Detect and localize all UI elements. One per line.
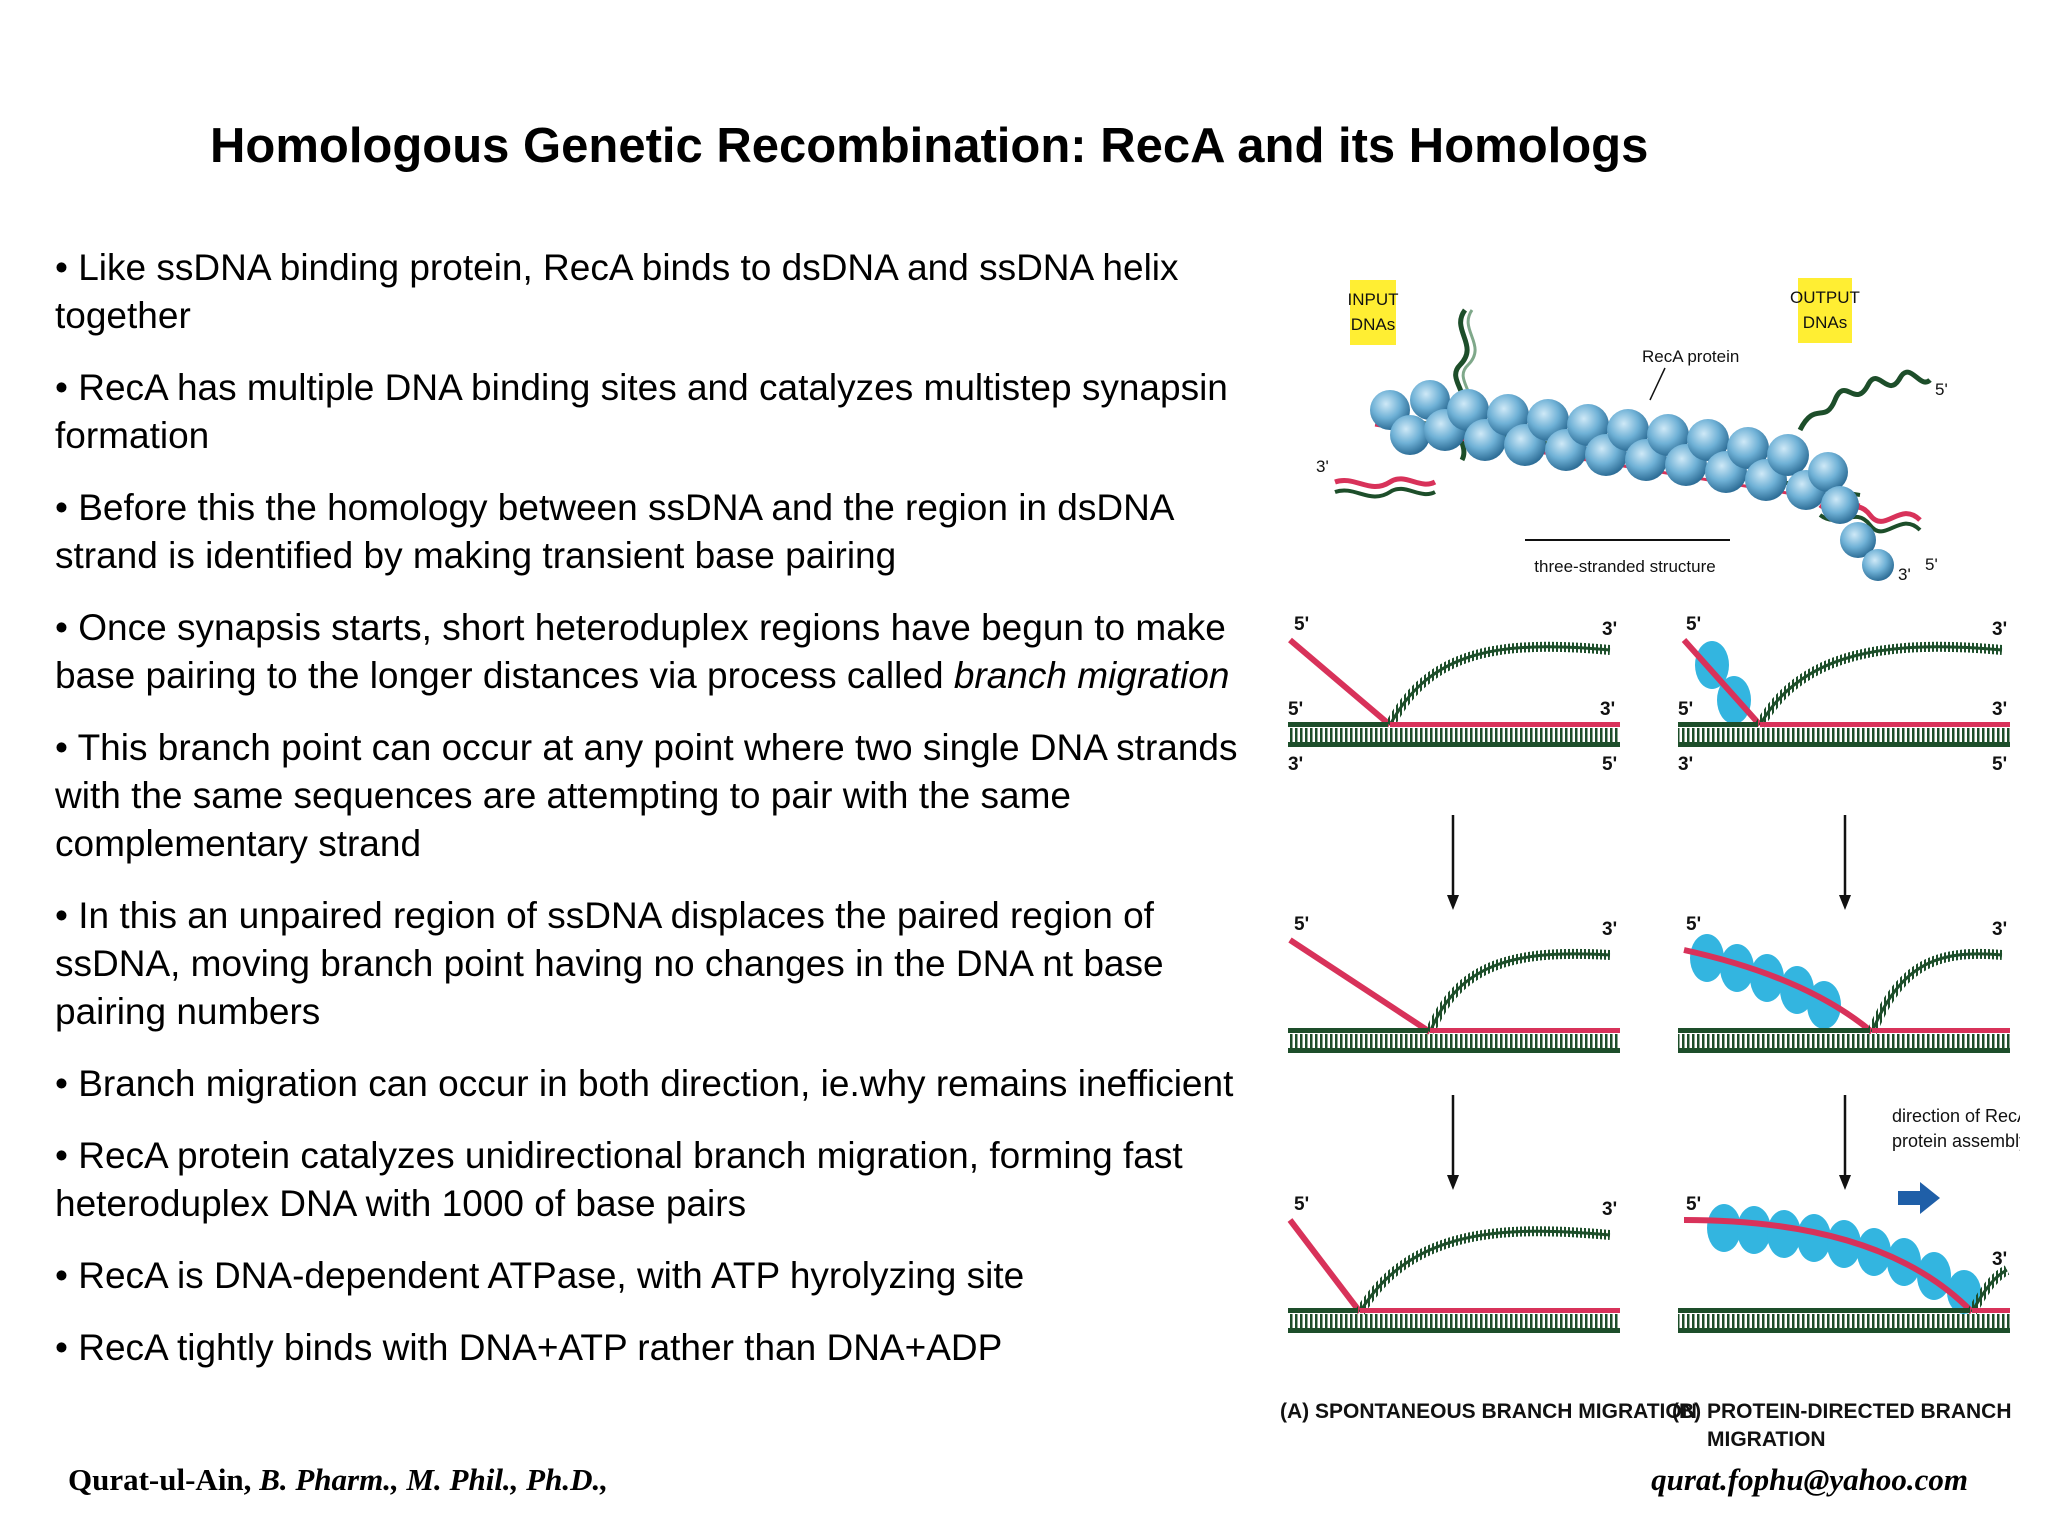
- arrow-down: [1447, 815, 1459, 910]
- slide-title: Homologous Genetic Recombination: RecA a…: [210, 119, 1649, 173]
- reca-protein-label: RecA protein: [1642, 347, 1739, 366]
- bullet-item: • Before this the homology between ssDNA…: [55, 487, 1173, 576]
- input-label-line2: DNAs: [1351, 315, 1395, 334]
- bullet-item: • RecA tightly binds with DNA+ATP rather…: [55, 1327, 1003, 1368]
- end-label: 5': [1678, 699, 1693, 720]
- end-label: 5': [1925, 555, 1938, 574]
- end-label: 3': [1992, 619, 2007, 640]
- panel-b-step3: 5' 3': [1678, 1194, 2010, 1333]
- panel-b-caption-line1: (B) PROTEIN-DIRECTED BRANCH: [1672, 1400, 2012, 1423]
- author-degrees: B. Pharm., M. Phil., Ph.D.,: [251, 1462, 608, 1497]
- end-label: 3': [1678, 754, 1693, 775]
- end-label: 5': [1686, 1194, 1701, 1215]
- end-label: 5': [1294, 914, 1309, 935]
- arrow-down: [1839, 815, 1851, 910]
- input-dnas-label-box: [1350, 280, 1396, 345]
- direction-label-line2: protein assembly: [1892, 1131, 2020, 1151]
- end-label: 5': [1686, 914, 1701, 935]
- panel-a-spontaneous: 5' 3' 5' 3' 3' 5': [1288, 614, 1620, 775]
- bullet-text: • Once synapsis starts, short heterodupl…: [55, 607, 1226, 696]
- end-label: 3': [1600, 699, 1615, 720]
- panel-a-caption: (A) SPONTANEOUS BRANCH MIGRATION: [1280, 1400, 1697, 1423]
- bullet-item: • RecA protein catalyzes unidirectional …: [55, 1135, 1183, 1224]
- output-dnas-label-box: [1798, 278, 1852, 343]
- reca-protein-filament: [1370, 380, 1894, 581]
- end-label: 3': [1288, 754, 1303, 775]
- end-label: 3': [1602, 619, 1617, 640]
- end-label: 5': [1288, 699, 1303, 720]
- bullet-item: • RecA is DNA-dependent ATPase, with ATP…: [55, 1255, 1025, 1296]
- footer-author: Qurat-ul-Ain, B. Pharm., M. Phil., Ph.D.…: [68, 1462, 608, 1498]
- reca-filament-illustration: INPUT DNAs OUTPUT DNAs RecA protein 3' 5…: [1316, 278, 1948, 584]
- end-label: 3': [1992, 699, 2007, 720]
- end-label: 5': [1935, 380, 1948, 399]
- end-label: 5': [1294, 614, 1309, 635]
- direction-arrow-icon: [1898, 1182, 1940, 1214]
- bullet-list: • Like ssDNA binding protein, RecA binds…: [55, 244, 1275, 1396]
- three-stranded-label: three-stranded structure: [1534, 557, 1715, 576]
- end-label: 3': [1602, 1199, 1617, 1220]
- author-name: Qurat-ul-Ain,: [68, 1462, 252, 1497]
- output-label-line1: OUTPUT: [1790, 288, 1860, 307]
- panel-a-step2: 5' 3': [1288, 914, 1620, 1053]
- bullet-item: • Branch migration can occur in both dir…: [55, 1063, 1234, 1104]
- output-label-line2: DNAs: [1803, 313, 1847, 332]
- direction-label-line1: direction of RecA: [1892, 1106, 2020, 1126]
- footer-email: qurat.fophu@yahoo.com: [1651, 1462, 1968, 1497]
- panel-a-step3: 5' 3': [1287, 1194, 1620, 1333]
- panel-b-step2: 5' 3': [1678, 914, 2010, 1053]
- bullet-item: • RecA has multiple DNA binding sites an…: [55, 367, 1228, 456]
- end-label: 5': [1602, 754, 1617, 775]
- end-label: 3': [1992, 919, 2007, 940]
- reca-branch-migration-figure: INPUT DNAs OUTPUT DNAs RecA protein 3' 5…: [1280, 278, 2020, 1451]
- panel-b-protein-directed: 5' 3' 5' 3' 3' 5': [1678, 614, 2010, 775]
- end-label: 5': [1992, 754, 2007, 775]
- end-label: 3': [1898, 565, 1911, 584]
- bullet-italic-term: branch migration: [953, 655, 1230, 696]
- end-label: 3': [1316, 457, 1329, 476]
- input-label-line1: INPUT: [1348, 290, 1399, 309]
- end-label: 5': [1294, 1194, 1309, 1215]
- arrow-down: [1839, 1095, 1851, 1190]
- end-label: 3': [1992, 1249, 2007, 1270]
- bullet-item: • This branch point can occur at any poi…: [55, 727, 1238, 864]
- end-label: 3': [1602, 919, 1617, 940]
- bullet-item: • Once synapsis starts, short heterodupl…: [55, 604, 1275, 700]
- end-label: 5': [1686, 614, 1701, 635]
- panel-b-caption-line2: MIGRATION: [1707, 1428, 1826, 1451]
- arrow-down: [1447, 1095, 1459, 1190]
- bullet-item: • In this an unpaired region of ssDNA di…: [55, 895, 1164, 1032]
- bullet-item: • Like ssDNA binding protein, RecA binds…: [55, 247, 1179, 336]
